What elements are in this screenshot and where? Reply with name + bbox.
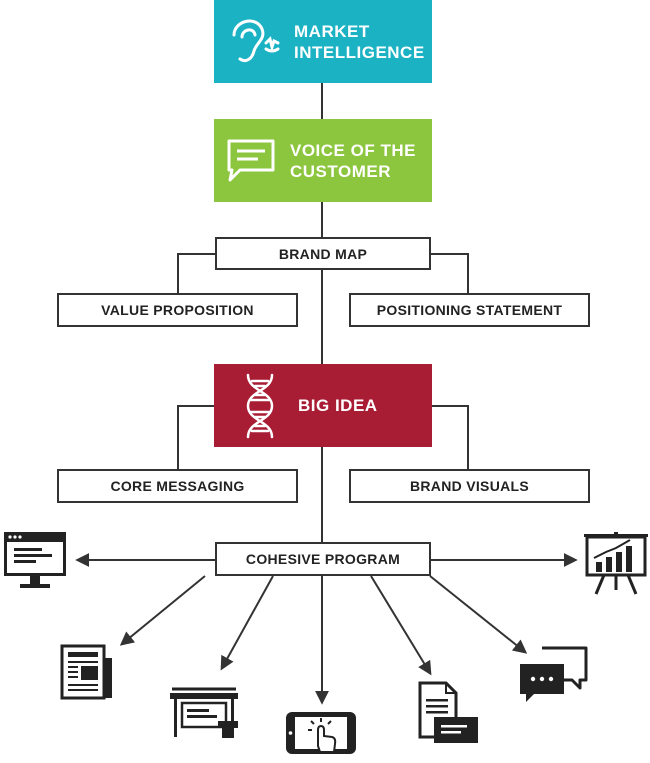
brand-visuals-box: BRAND VISUALS — [349, 469, 590, 503]
market-intelligence-label: MARKET INTELLIGENCE — [294, 21, 425, 62]
arrow-bus-shelter — [220, 575, 274, 671]
ear-icon — [232, 19, 280, 62]
dna-icon — [246, 373, 274, 438]
positioning-statement-label: POSITIONING STATEMENT — [376, 302, 563, 318]
cohesive-program-label: COHESIVE PROGRAM — [245, 551, 401, 567]
voice-of-customer-label: VOICE OF THE CUSTOMER — [290, 140, 416, 181]
core-messaging-label: CORE MESSAGING — [110, 478, 245, 494]
chat-messages-icon — [520, 646, 588, 702]
newspaper-icon — [60, 644, 112, 700]
arrow-documents — [370, 575, 432, 676]
bus-shelter-ad-icon — [170, 687, 238, 738]
presentation-chart-icon — [584, 532, 648, 595]
voice-of-customer-box: VOICE OF THE CUSTOMER — [214, 119, 432, 202]
arrow-chat — [429, 575, 528, 654]
core-messaging-box: CORE MESSAGING — [57, 469, 298, 503]
documents-icon — [418, 681, 478, 743]
mobile-touch-icon — [286, 712, 356, 754]
value-proposition-box: VALUE PROPOSITION — [57, 293, 298, 327]
brand-visuals-label: BRAND VISUALS — [409, 478, 530, 494]
connector-positioning-statement — [430, 253, 469, 293]
brand-map-box: BRAND MAP — [215, 237, 431, 270]
brand-map-label: BRAND MAP — [278, 245, 368, 262]
market-intelligence-box: MARKET INTELLIGENCE — [214, 0, 432, 83]
cohesive-program-box: COHESIVE PROGRAM — [215, 542, 431, 576]
big-idea-label: BIG IDEA — [298, 396, 378, 415]
arrow-newspaper — [119, 575, 206, 646]
chat-bubble-icon — [227, 139, 275, 181]
positioning-statement-box: POSITIONING STATEMENT — [349, 293, 590, 327]
website-monitor-icon — [4, 532, 66, 588]
big-idea-box: BIG IDEA — [214, 364, 432, 447]
connector-core-messaging — [177, 405, 215, 469]
value-proposition-label: VALUE PROPOSITION — [101, 302, 254, 318]
connector-value-proposition — [177, 253, 215, 293]
connector-brand-visuals — [430, 405, 469, 469]
